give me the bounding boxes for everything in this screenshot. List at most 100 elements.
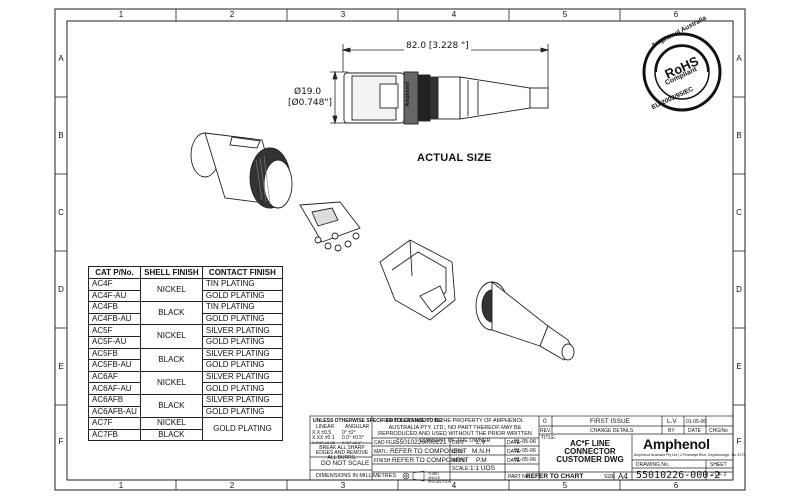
angular-row: 0° ±2° bbox=[342, 430, 356, 436]
part-no-label: PART No. bbox=[508, 474, 530, 480]
part-number-cell: AC4FB-AU bbox=[88, 312, 141, 326]
shell-finish-cell: BLACK bbox=[139, 301, 203, 326]
part-number-cell: AC6AF-AU bbox=[88, 382, 141, 395]
shell-finish-cell: NICKEL bbox=[139, 370, 203, 395]
sheet-value: 2 OF 2 bbox=[711, 472, 727, 478]
date-value: 01-05-06 bbox=[514, 457, 537, 463]
size-label: SIZE bbox=[604, 474, 616, 480]
drn-value: L.V bbox=[476, 439, 486, 446]
property-notice: THIS DOCUMENT IS THE PROPERTY OF AMPHENO… bbox=[378, 418, 532, 444]
drawing-title-line: AC*F LINE bbox=[570, 439, 610, 448]
date-value: 01-05-06 bbox=[514, 448, 537, 454]
column-label: 1 bbox=[118, 481, 124, 490]
date-column-label: DATE bbox=[688, 428, 701, 434]
contact-finish-cell: SILVER PLATING bbox=[201, 370, 283, 384]
drawing-title-line: CONNECTOR bbox=[564, 447, 616, 456]
size-value: A4 bbox=[618, 472, 628, 481]
actual-size-label: ACTUAL SIZE bbox=[417, 152, 492, 164]
contact-finish-cell: SILVER PLATING bbox=[201, 347, 283, 361]
row-label: A bbox=[58, 54, 64, 63]
by-column-label: BY bbox=[668, 428, 675, 434]
angular-row: 0.00° ±0.1° bbox=[342, 440, 362, 445]
part-number-cell: AC5F bbox=[88, 324, 141, 337]
angular-row: 0.0° ±0.5° bbox=[342, 435, 365, 441]
row-label: B bbox=[736, 131, 742, 140]
scale-value: 1:1 UOS bbox=[470, 465, 495, 472]
rev-column-label: REV. bbox=[540, 428, 552, 434]
drawing-no-label: DRAWING No. bbox=[636, 462, 670, 468]
header-shell-finish: SHELL FINISH bbox=[139, 266, 203, 279]
part-number-cell: AC5FB bbox=[88, 347, 141, 361]
contact-finish-cell: TIN PLATING bbox=[201, 301, 283, 314]
contact-finish-cell: GOLD PLATING bbox=[201, 417, 283, 442]
column-label: 5 bbox=[562, 481, 568, 490]
part-number-cell: AC6AFB-AU bbox=[88, 405, 141, 419]
sheet-label: SHEET bbox=[710, 462, 727, 468]
tolerance-angular: ANGULAR bbox=[345, 424, 370, 430]
third-angle-symbol bbox=[402, 470, 425, 482]
contact-finish-cell: GOLD PLATING bbox=[201, 335, 283, 349]
dimensions-note: DIMENSIONS IN MILLIMETRES bbox=[316, 473, 397, 479]
shell-finish-cell: NICKEL bbox=[139, 324, 203, 349]
appd-value: P.M bbox=[476, 457, 487, 464]
date-label: DATE: bbox=[507, 449, 522, 455]
part-number-cell: AC4FB bbox=[88, 301, 141, 314]
tolerance-row: X.XX ±0.1 bbox=[312, 435, 335, 441]
scale-label: SCALE: bbox=[452, 466, 470, 472]
finish-value: REFER TO COMPONENT bbox=[392, 457, 469, 464]
exploded-insert bbox=[299, 201, 361, 252]
part-number-cell: AC5FB-AU bbox=[88, 359, 141, 372]
diameter-mm-label: Ø19.0 bbox=[294, 87, 322, 97]
column-label: 6 bbox=[673, 10, 679, 19]
part-number-cell: AC6AFB bbox=[88, 393, 141, 407]
shell-finish-cell: NICKEL bbox=[139, 277, 203, 303]
shell-finish-cell: BLACK bbox=[139, 428, 203, 442]
row-label: F bbox=[736, 437, 742, 446]
chg-column-label: CHG/No bbox=[709, 428, 728, 434]
date-value: 01-05-06 bbox=[514, 439, 537, 445]
date-label: DATE: bbox=[507, 458, 522, 464]
revision-by: L.V bbox=[667, 418, 677, 425]
column-label: 3 bbox=[340, 481, 346, 490]
part-number-cell: AC4F bbox=[88, 278, 141, 291]
finish-label: FINISH: bbox=[374, 458, 392, 464]
title-label: TITLE: bbox=[541, 435, 557, 441]
shell-finish-cell: NICKEL bbox=[139, 417, 203, 430]
diameter-in-label: [Ø0.748"] bbox=[288, 98, 333, 108]
cad-file-label: CAD FILE: bbox=[374, 440, 398, 446]
exploded-shell bbox=[190, 132, 293, 209]
row-label: E bbox=[736, 362, 742, 371]
row-label: C bbox=[58, 208, 64, 217]
outer-frame bbox=[54, 8, 746, 491]
shell-finish-cell: BLACK bbox=[139, 347, 203, 372]
row-label: B bbox=[58, 131, 64, 140]
contact-finish-cell: SILVER PLATING bbox=[201, 324, 283, 337]
header-contact-finish: CONTACT FINISH bbox=[201, 266, 283, 279]
column-label: 4 bbox=[451, 10, 457, 19]
do-not-scale-note: DO NOT SCALE bbox=[321, 460, 370, 467]
change-details-label: CHANGE DETAILS bbox=[590, 428, 634, 434]
row-label: D bbox=[736, 285, 742, 294]
contact-finish-cell: GOLD PLATING bbox=[201, 405, 283, 419]
contact-finish-cell: GOLD PLATING bbox=[201, 382, 283, 395]
length-dimension-label: 82.0 [3.228 "] bbox=[404, 41, 471, 51]
column-label: 3 bbox=[340, 10, 346, 19]
rohs-seal-graphic bbox=[642, 32, 722, 112]
tolerance-row: X.XXX ±0.05 bbox=[312, 440, 335, 445]
revision-description: FIRST ISSUE bbox=[590, 418, 630, 425]
drawing-number: 55010226-000-2 bbox=[636, 470, 721, 481]
tolerance-linear: LINEAR bbox=[316, 424, 335, 430]
contact-finish-cell: SILVER PLATING bbox=[201, 393, 283, 407]
tolerance-row: X.X ±0.5 bbox=[312, 430, 332, 436]
third-angle-label: THIRD ANGLE PROJECTION bbox=[428, 472, 452, 484]
column-label: 2 bbox=[229, 481, 235, 490]
tolerance-header: UNLESS OTHERWISE SPECIFIED TOLERANCE TO … bbox=[313, 418, 444, 424]
title-block-lines bbox=[309, 415, 734, 481]
